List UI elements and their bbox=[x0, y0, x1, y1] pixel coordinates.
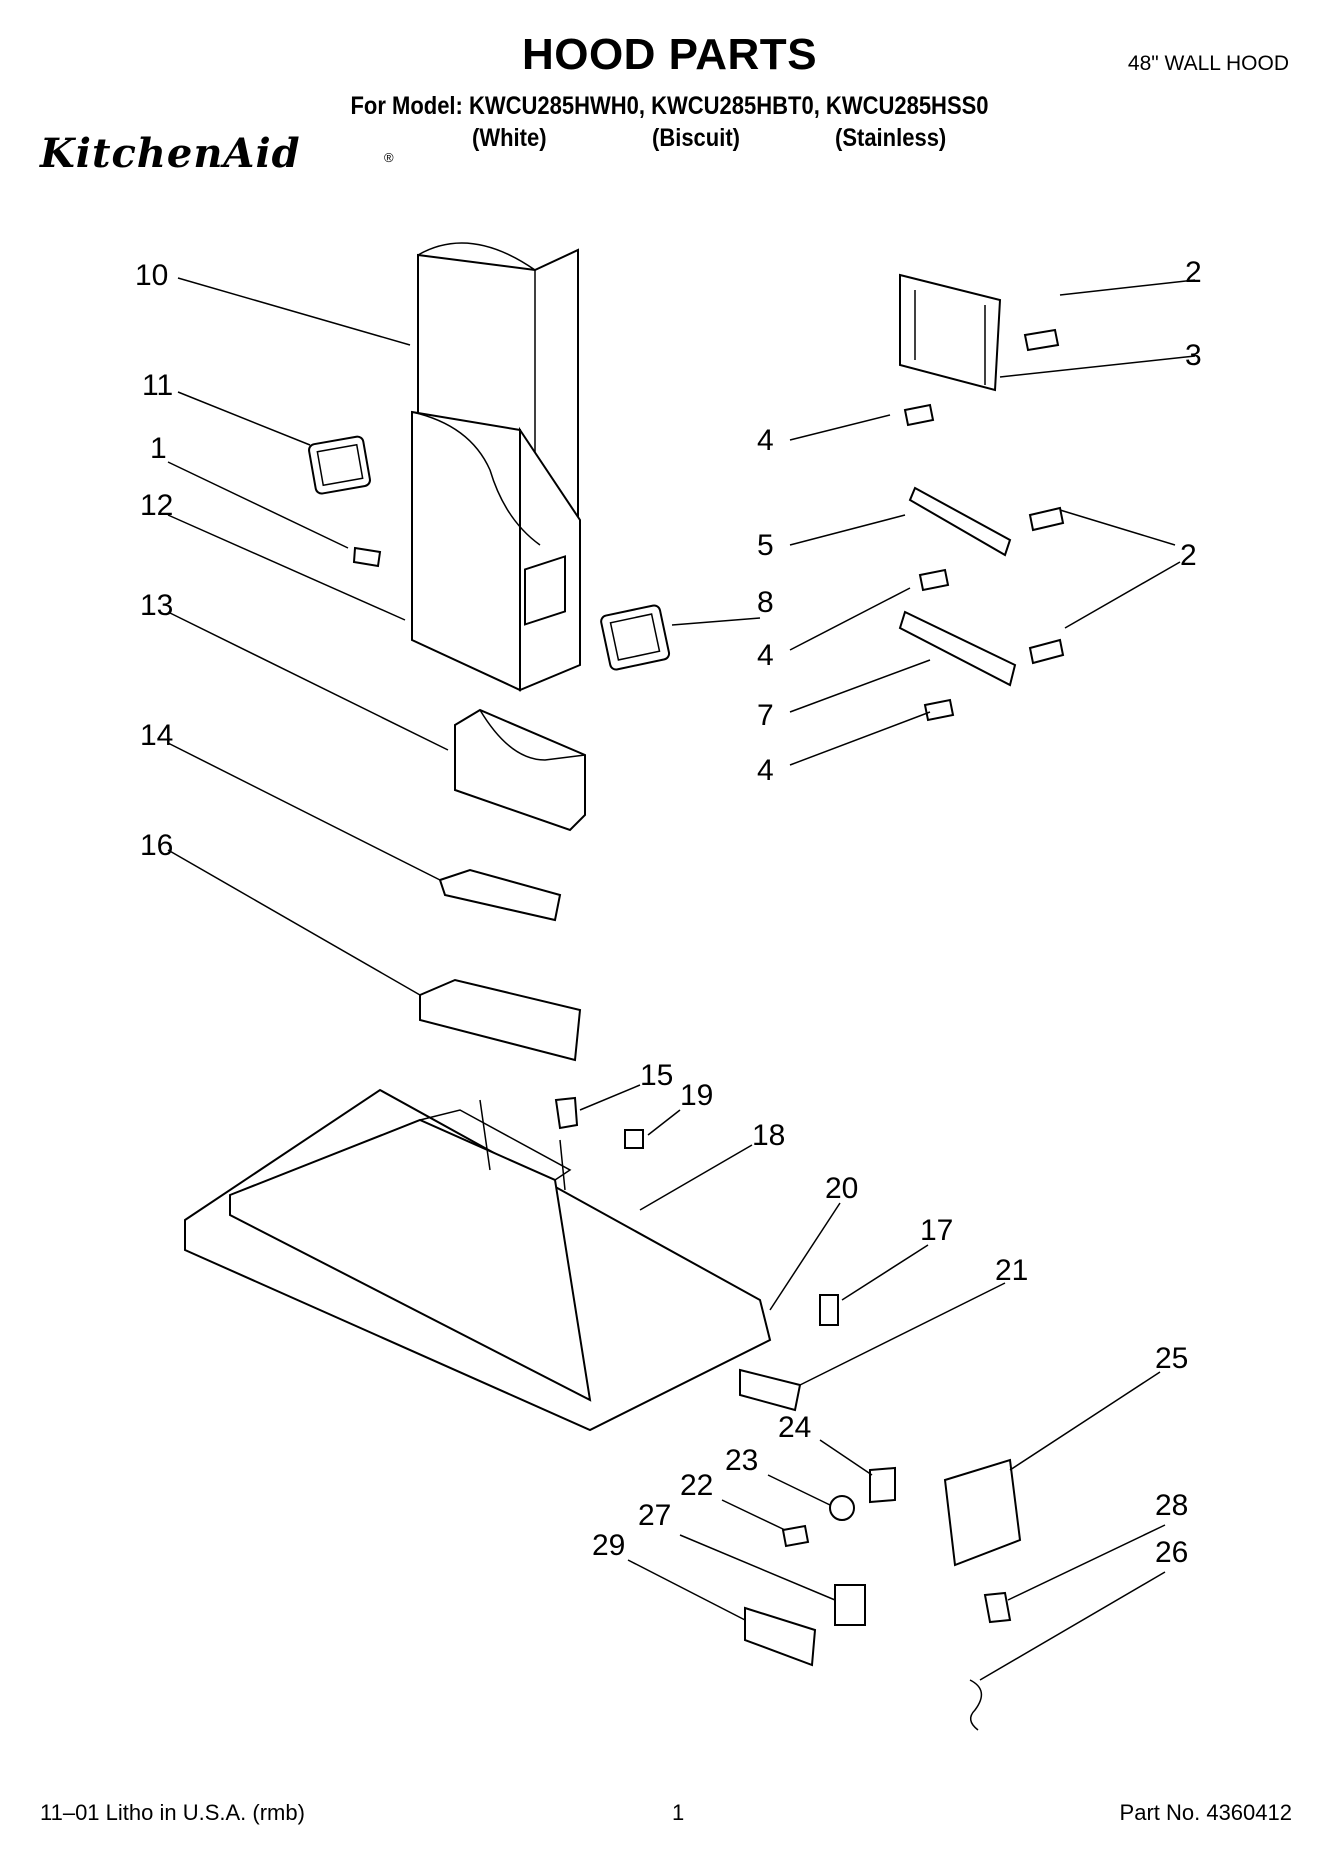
part-3-mounting-bracket bbox=[899, 273, 1002, 392]
callout-numbers: 10 2 3 11 4 1 12 5 2 8 13 4 7 4 14 16 15… bbox=[135, 256, 1202, 1569]
part-1-screw bbox=[352, 546, 382, 568]
callout-14: 14 bbox=[140, 719, 173, 752]
part-14-damper-tray bbox=[438, 868, 562, 922]
part-27-switch bbox=[834, 1584, 866, 1626]
part-15-screw bbox=[554, 1096, 579, 1130]
part-7-support-bracket bbox=[898, 610, 1017, 687]
part-13-duct-transition bbox=[454, 708, 586, 832]
callout-5: 5 bbox=[757, 529, 774, 562]
part-5-support-bracket bbox=[908, 486, 1012, 557]
part-28-knob bbox=[983, 1591, 1012, 1624]
callout-22: 22 bbox=[680, 1469, 713, 1502]
callout-18: 18 bbox=[752, 1119, 785, 1152]
callout-10: 10 bbox=[135, 259, 168, 292]
part-25-control-housing bbox=[943, 1458, 1022, 1567]
callout-13: 13 bbox=[140, 589, 173, 622]
part-4-screws bbox=[903, 403, 955, 722]
callout-17: 17 bbox=[920, 1214, 953, 1247]
callout-21: 21 bbox=[995, 1254, 1028, 1287]
callout-26: 26 bbox=[1155, 1536, 1188, 1569]
callout-2a: 2 bbox=[1185, 256, 1202, 289]
callout-7: 7 bbox=[757, 699, 774, 732]
callout-29: 29 bbox=[592, 1529, 625, 1562]
part-17-clip bbox=[819, 1294, 839, 1326]
finish-stainless: (Stainless) bbox=[835, 124, 947, 152]
callout-25: 25 bbox=[1155, 1342, 1188, 1375]
model-numbers: For Model: KWCU285HWH0, KWCU285HBT0, KWC… bbox=[350, 92, 989, 120]
footer-print-info: 11–01 Litho in U.S.A. (rmb) bbox=[40, 1800, 305, 1825]
part-21-rail bbox=[739, 1368, 802, 1412]
leader-lines bbox=[167, 277, 1196, 1681]
part-16-filter-frame bbox=[419, 978, 582, 1062]
page-title: HOOD PARTS bbox=[521, 30, 818, 79]
footer-page-number: 1 bbox=[672, 1800, 685, 1825]
part-26-wire bbox=[969, 1679, 983, 1731]
part-29-cover-plate bbox=[744, 1606, 817, 1667]
part-19-clip bbox=[624, 1129, 644, 1149]
callout-28: 28 bbox=[1155, 1489, 1188, 1522]
part-18-hood-body bbox=[184, 1088, 772, 1432]
callout-12: 12 bbox=[140, 489, 173, 522]
part-11-grille bbox=[308, 435, 371, 495]
brand-logo: KitchenAid bbox=[40, 130, 301, 177]
callout-11: 11 bbox=[142, 369, 173, 402]
callout-24: 24 bbox=[778, 1411, 811, 1444]
callout-8: 8 bbox=[757, 586, 774, 619]
part-23-washer bbox=[829, 1495, 855, 1521]
callout-15: 15 bbox=[640, 1059, 673, 1092]
callout-1: 1 bbox=[150, 432, 167, 465]
callout-2b: 2 bbox=[1180, 539, 1197, 572]
part-24-bracket bbox=[869, 1466, 896, 1504]
brand-registered-mark: ® bbox=[384, 150, 394, 165]
callout-3: 3 bbox=[1185, 339, 1202, 372]
callout-27: 27 bbox=[638, 1499, 671, 1532]
callout-16: 16 bbox=[140, 829, 173, 862]
callout-20: 20 bbox=[825, 1172, 858, 1205]
part-22-screw bbox=[781, 1524, 810, 1548]
part-12-chimney-lower bbox=[411, 410, 581, 692]
part-2-screws bbox=[1023, 328, 1065, 665]
finish-white: (White) bbox=[472, 124, 547, 152]
finish-biscuit: (Biscuit) bbox=[652, 124, 740, 152]
part-8-grille bbox=[600, 604, 671, 671]
page-subtitle: 48" WALL HOOD bbox=[1127, 52, 1289, 75]
callout-4b: 4 bbox=[757, 639, 774, 672]
callout-4c: 4 bbox=[757, 754, 774, 787]
callout-19: 19 bbox=[680, 1079, 713, 1112]
callout-4a: 4 bbox=[757, 424, 774, 457]
callout-23: 23 bbox=[725, 1444, 758, 1477]
footer-part-number: Part No. 4360412 bbox=[1119, 1800, 1292, 1825]
